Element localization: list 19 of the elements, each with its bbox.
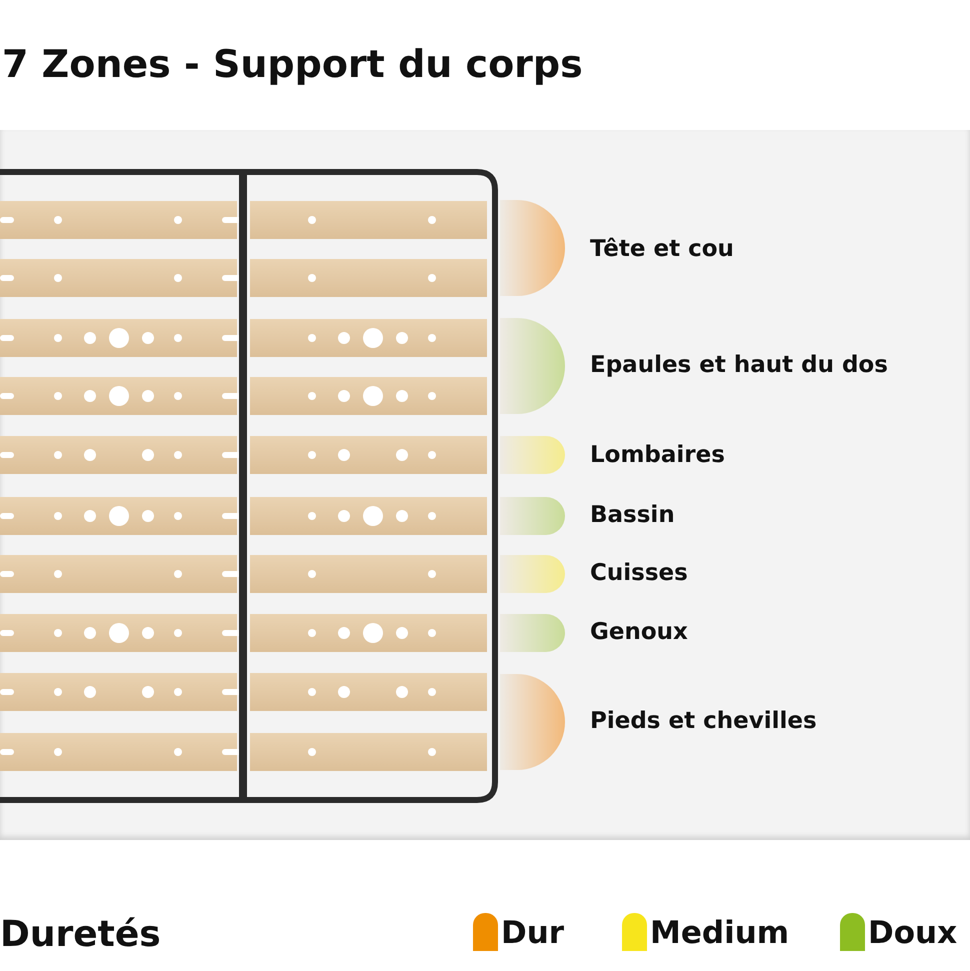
zone-tab bbox=[500, 674, 565, 770]
zone-label: Pieds et chevilles bbox=[590, 708, 817, 734]
zone-label: Genoux bbox=[590, 619, 688, 645]
zone-tab bbox=[500, 497, 565, 535]
zone-label: Lombaires bbox=[590, 442, 725, 468]
legend-label: Dur bbox=[501, 915, 564, 951]
page-title: 7 Zones - Support du corps bbox=[2, 42, 583, 86]
zone-tab bbox=[500, 555, 565, 593]
legend-label: Medium bbox=[650, 915, 790, 951]
zone-tab bbox=[500, 614, 565, 652]
legend-title: Duretés bbox=[0, 914, 161, 955]
zone-label: Bassin bbox=[590, 502, 675, 528]
zone-tab bbox=[500, 318, 565, 414]
zone-label: Cuisses bbox=[590, 560, 688, 586]
zone-tab bbox=[500, 436, 565, 474]
legend-label: Doux bbox=[868, 915, 958, 951]
zone-label: Tête et cou bbox=[590, 236, 734, 262]
zone-label: Epaules et haut du dos bbox=[590, 352, 888, 378]
zone-tab bbox=[500, 200, 565, 296]
